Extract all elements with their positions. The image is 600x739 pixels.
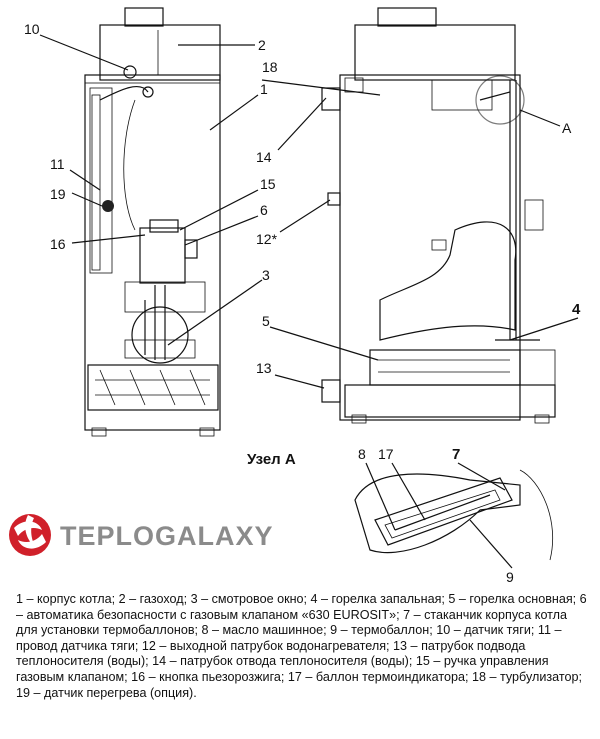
label-16: 16 bbox=[50, 236, 66, 252]
boiler-diagram: 10 2 1 18 11 19 16 15 6 3 14 12* 5 4 13 … bbox=[9, 7, 581, 585]
caption: 1 – корпус котла; 2 – газоход; 3 – смотр… bbox=[16, 592, 587, 700]
detail-label-7: 7 bbox=[452, 446, 460, 463]
detail-label-17: 17 bbox=[378, 446, 394, 462]
label-2: 2 bbox=[258, 37, 266, 53]
label-4: 4 bbox=[572, 301, 581, 318]
label-12: 12* bbox=[256, 231, 278, 247]
front-view bbox=[84, 7, 221, 437]
label-18: 18 bbox=[262, 59, 278, 75]
leader-lines bbox=[39, 34, 579, 569]
label-10: 10 bbox=[24, 21, 40, 37]
label-a: A bbox=[562, 120, 572, 136]
label-13: 13 bbox=[256, 360, 272, 376]
label-11: 11 bbox=[50, 156, 65, 172]
detail-label-8: 8 bbox=[358, 446, 366, 462]
logo-text: TEPLOGALAXY bbox=[60, 521, 274, 551]
detail-title: Узел А bbox=[247, 451, 296, 468]
label-5: 5 bbox=[262, 313, 270, 329]
label-14: 14 bbox=[256, 149, 272, 165]
detail-label-9: 9 bbox=[506, 569, 514, 585]
label-19: 19 bbox=[50, 186, 66, 202]
side-view bbox=[321, 7, 556, 424]
label-3: 3 bbox=[262, 267, 270, 283]
label-15: 15 bbox=[260, 176, 276, 192]
label-1: 1 bbox=[260, 81, 268, 97]
label-6: 6 bbox=[260, 202, 268, 218]
teplogalaxy-logo: TEPLOGALAXY bbox=[9, 514, 274, 556]
node-a-detail bbox=[354, 469, 554, 561]
